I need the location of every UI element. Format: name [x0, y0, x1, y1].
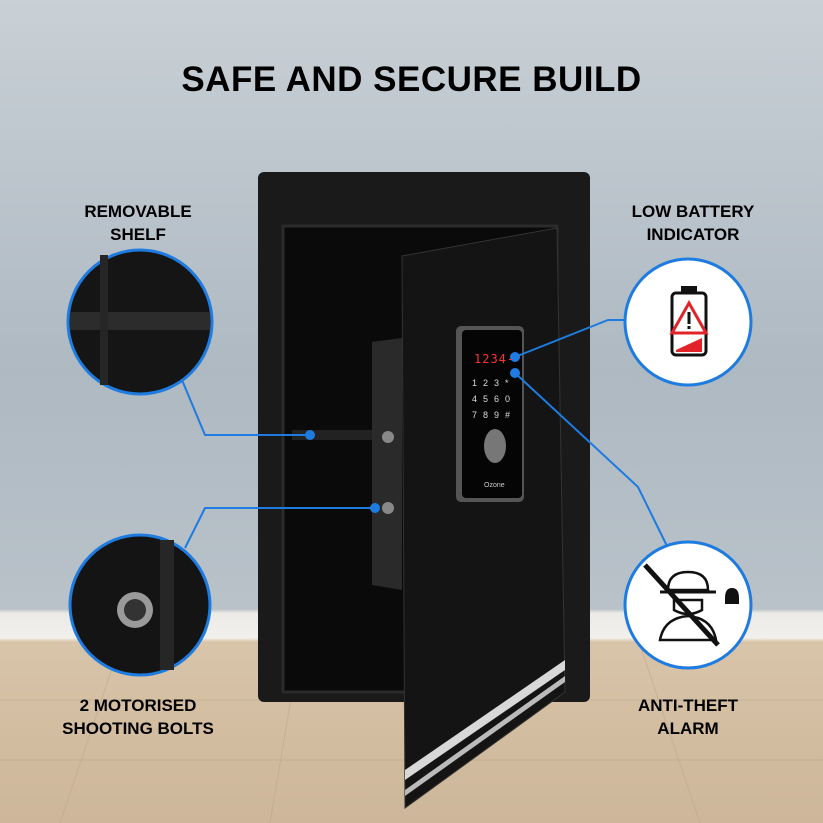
keypad-keys: 1 2 3 * 4 5 6 0 7 8 9 # [472, 378, 516, 420]
label-anti-theft: ANTI-THEFT ALARM [588, 694, 788, 740]
key[interactable]: 2 [483, 378, 489, 388]
key[interactable]: 3 [494, 378, 500, 388]
safe [258, 172, 590, 809]
keypad-panel [462, 330, 522, 498]
key[interactable]: * [505, 378, 509, 388]
key[interactable]: 4 [472, 394, 478, 404]
callout-lines [181, 319, 669, 549]
label-line: 2 MOTORISED [79, 696, 197, 715]
label-line: SHOOTING BOLTS [62, 719, 214, 738]
label-line: INDICATOR [646, 225, 740, 244]
door-bolt-plate [372, 338, 402, 590]
key[interactable]: # [505, 410, 511, 420]
shelf-closeup [66, 248, 214, 396]
label-line: SHELF [110, 225, 166, 244]
key[interactable]: 5 [483, 394, 489, 404]
key[interactable]: 1 [472, 378, 478, 388]
keypad-display: 1234- [474, 352, 516, 366]
bolt-closeup [68, 533, 212, 677]
label-line: ALARM [657, 719, 719, 738]
label-removable-shelf: REMOVABLE SHELF [38, 200, 238, 246]
key[interactable]: 6 [494, 394, 500, 404]
fingerprint-sensor [484, 429, 506, 463]
key[interactable]: 0 [505, 394, 511, 404]
key[interactable]: 7 [472, 410, 478, 420]
low-battery-warning-icon [623, 257, 753, 387]
key[interactable]: 9 [494, 410, 500, 420]
anti-theft-alarm-icon [623, 540, 753, 670]
label-shooting-bolts: 2 MOTORISED SHOOTING BOLTS [38, 694, 238, 740]
safe-door [401, 227, 566, 809]
key[interactable]: 8 [483, 410, 489, 420]
page-title: SAFE AND SECURE BUILD [181, 60, 642, 99]
label-line: ANTI-THEFT [637, 696, 739, 715]
brand-logo: Ozone [484, 482, 505, 489]
shelf [292, 430, 382, 440]
label-line: LOW BATTERY [631, 202, 755, 221]
label-low-battery: LOW BATTERY INDICATOR [593, 200, 793, 246]
label-line: REMOVABLE [84, 202, 192, 221]
